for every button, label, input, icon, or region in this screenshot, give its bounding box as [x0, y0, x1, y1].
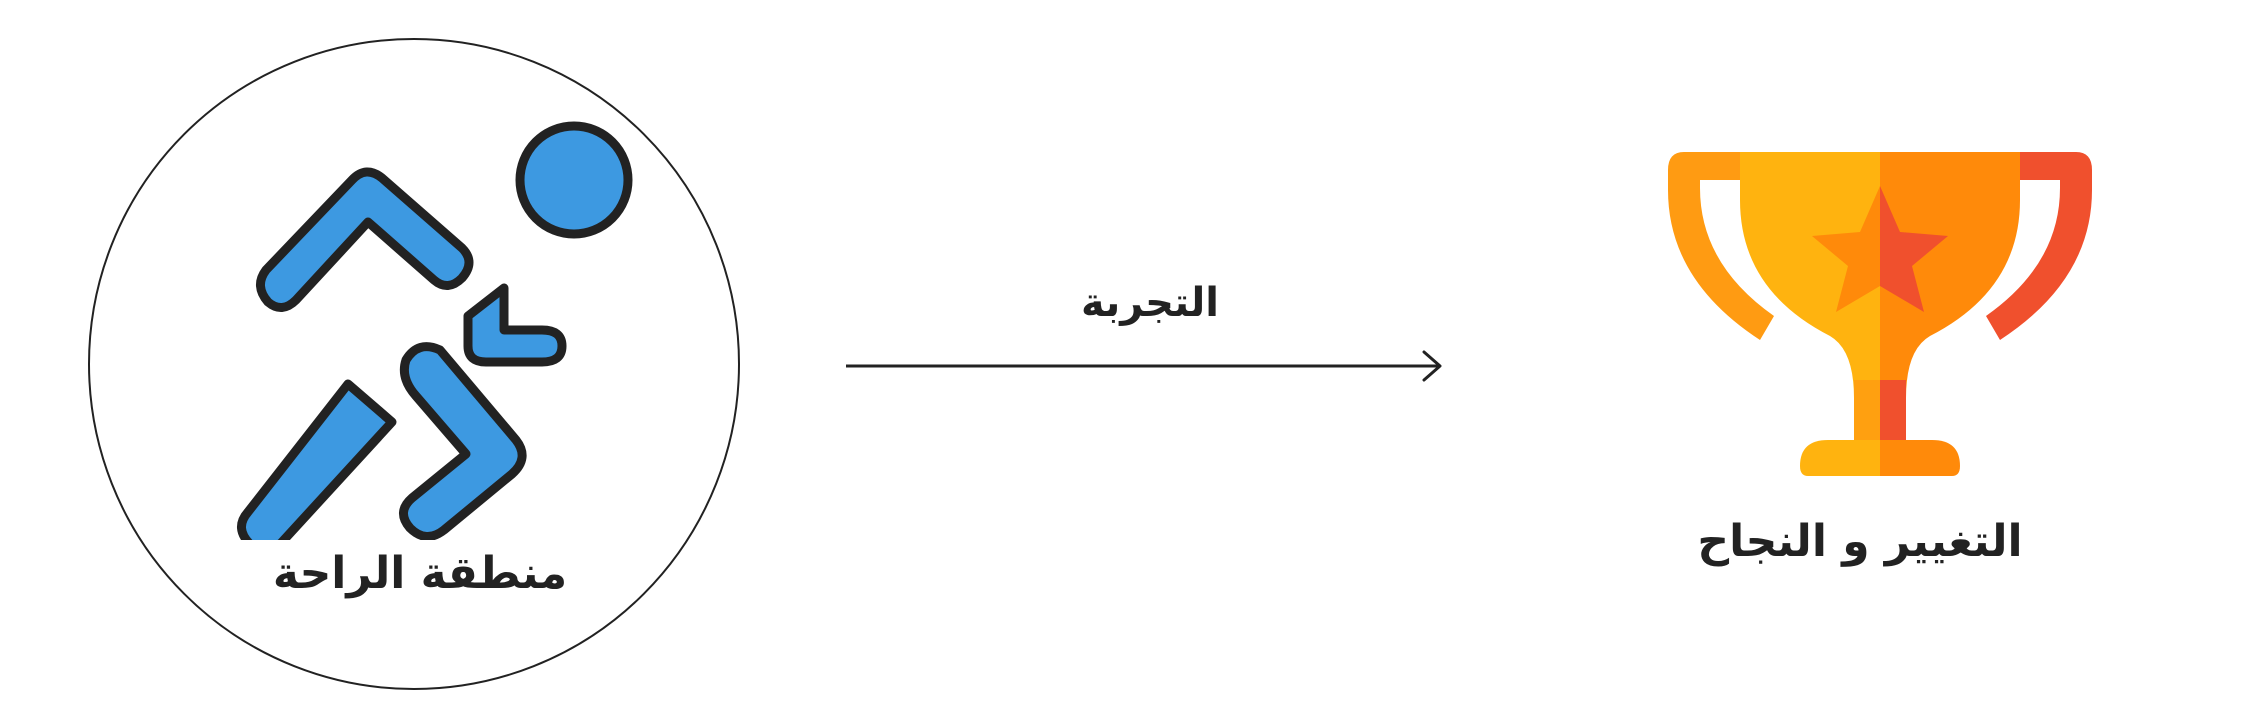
change-success-label: التغيير و النجاح [1697, 516, 2023, 567]
runner-icon [237, 121, 633, 540]
experience-label: التجربة [1080, 280, 1220, 326]
arrow-right-icon [846, 350, 1442, 382]
comfort-zone-label: منطقة الراحة [272, 548, 568, 599]
trophy-icon [1668, 152, 2092, 476]
